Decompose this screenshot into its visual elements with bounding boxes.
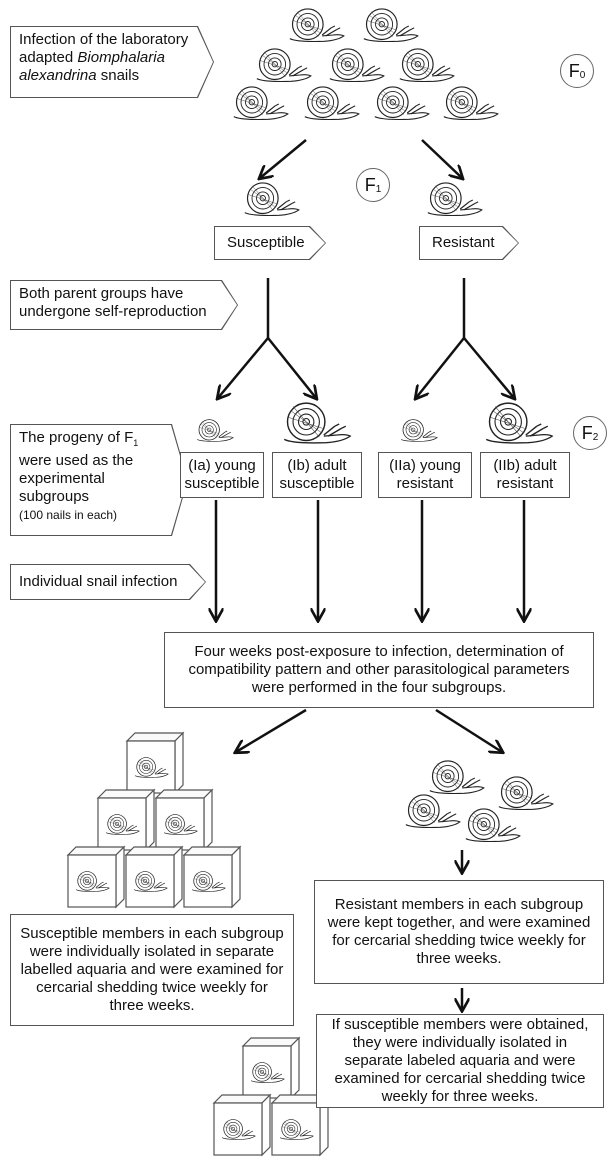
arrow-icon [421,139,462,178]
arrow-icon [218,278,514,398]
snail-icon [196,402,553,444]
resistant-members-box: Resistant members in each subgroup were … [314,880,604,984]
progeny-label: The progeny of F1 were used as the exper… [10,424,188,536]
individual-infection-label: Individual snail infection [10,564,206,600]
susceptible-members-box: Susceptible members in each subgroup wer… [10,914,294,1026]
aquarium-icon [68,733,240,907]
arrow-icon [260,139,307,178]
arrow-icon [236,708,307,752]
self-reproduction-label: Both parent groups have undergone self-r… [10,280,238,330]
snail-icon [233,8,499,121]
snail-icon [405,760,554,843]
susceptible-tag: Susceptible [214,226,326,260]
arrow-icon [216,500,524,620]
four-weeks-box: Four weeks post-exposure to infection, d… [164,632,594,708]
aquarium-icon [214,1038,328,1155]
resistant-tag: Resistant [419,226,519,260]
infection-label: Infection of the laboratory adapted Biom… [10,26,214,98]
arrow-icon [435,708,502,752]
if-susceptible-box: If susceptible members were obtained, th… [316,1014,604,1108]
